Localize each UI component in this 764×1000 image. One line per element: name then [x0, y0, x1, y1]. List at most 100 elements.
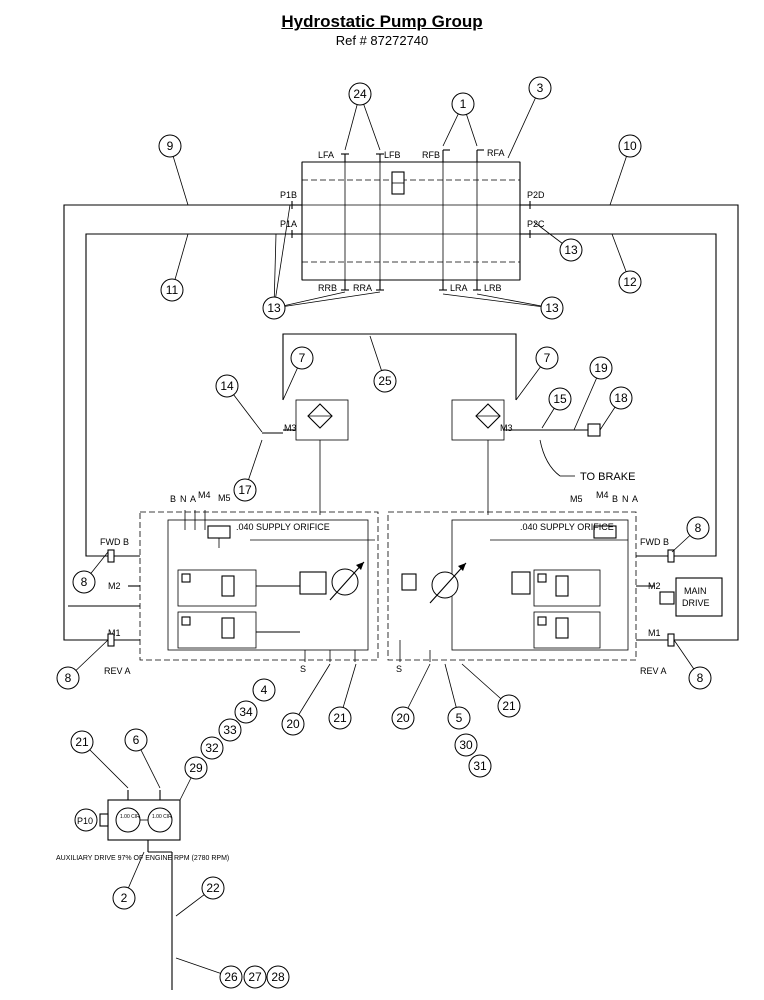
callout-c14: 14 — [215, 374, 239, 398]
auxiliary-pump — [74, 790, 181, 990]
callout-c17: 17 — [233, 478, 257, 502]
port-p2d: P2D — [527, 190, 545, 200]
callout-circle — [219, 965, 243, 989]
callout-number: 6 — [133, 733, 140, 747]
port-m5-left: M5 — [218, 493, 231, 503]
callout-circle — [589, 356, 613, 380]
wheel-motor-manifold — [301, 161, 521, 281]
callout-number: 20 — [286, 717, 300, 731]
page-title: Hydrostatic Pump Group — [281, 12, 483, 31]
port-lra: LRA — [450, 283, 468, 293]
callout-c7a: 7 — [290, 346, 314, 370]
callout-leader-c13a — [273, 291, 346, 309]
callout-number: 13 — [564, 243, 578, 257]
port-rrb: RRB — [318, 283, 337, 293]
callout-c18: 18 — [609, 386, 633, 410]
callout-circle — [72, 570, 96, 594]
port-rev-a-left: REV A — [104, 666, 131, 676]
callout-c28: 28 — [266, 965, 290, 989]
manifold-bottom-ports — [341, 280, 481, 291]
callout-number: 4 — [261, 683, 268, 697]
callout-c6: 6 — [124, 728, 148, 752]
brake-line — [539, 423, 601, 477]
p10-label: P10 — [77, 816, 93, 826]
port-lrb: LRB — [484, 283, 502, 293]
callout-circle — [535, 346, 559, 370]
manifold-side-ports — [291, 201, 531, 238]
port-s-left: S — [300, 664, 306, 674]
callout-number: 34 — [239, 705, 253, 719]
callout-circle — [540, 296, 564, 320]
callout-circle — [124, 728, 148, 752]
callout-circle — [609, 386, 633, 410]
port-m4-right: M4 — [596, 490, 609, 500]
callout-circle — [281, 712, 305, 736]
main-hoses — [63, 204, 739, 641]
callout-number: 2 — [121, 891, 128, 905]
callout-c8d: 8 — [688, 666, 712, 690]
callout-c13a: 13 — [262, 296, 286, 320]
callout-c3: 3 — [528, 76, 552, 100]
callout-c19: 19 — [589, 356, 613, 380]
reference-number: Ref # 87272740 — [335, 33, 429, 48]
port-b-left: B — [170, 494, 176, 504]
callout-number: 15 — [553, 392, 567, 406]
callout-circle — [234, 700, 258, 724]
callout-circle — [201, 876, 225, 900]
callout-number: 13 — [545, 301, 559, 315]
callout-c29: 29 — [184, 756, 208, 780]
callout-circle — [618, 134, 642, 158]
callout-circle — [290, 346, 314, 370]
port-fwd-b-left: FWD B — [100, 537, 129, 547]
callout-circle — [218, 718, 242, 742]
callout-leader-c20a — [292, 663, 331, 725]
callout-circle — [252, 678, 276, 702]
callout-number: 7 — [299, 351, 306, 365]
callout-c13b: 13 — [559, 238, 583, 262]
callout-circle — [618, 270, 642, 294]
callout-c13c: 13 — [540, 296, 564, 320]
callout-c20b: 20 — [391, 706, 415, 730]
callout-leader-c13a — [273, 291, 381, 309]
callout-number: 8 — [81, 575, 88, 589]
callout-circle — [497, 694, 521, 718]
port-fwd-b-right: FWD B — [640, 537, 669, 547]
callout-c33: 33 — [218, 718, 242, 742]
callout-c1: 1 — [451, 92, 475, 116]
callout-c32: 32 — [200, 736, 224, 760]
callout-number: 12 — [623, 275, 637, 289]
callout-circle — [112, 886, 136, 910]
callout-circle — [158, 134, 182, 158]
port-b-right: B — [612, 494, 618, 504]
port-a-left: A — [190, 494, 196, 504]
callout-number: 24 — [353, 87, 367, 101]
port-m2-left: M2 — [108, 581, 121, 591]
callout-number: 26 — [224, 970, 238, 984]
callout-number: 1 — [460, 97, 467, 111]
callout-c8b: 8 — [56, 666, 80, 690]
aux-drive-note: AUXILIARY DRIVE 97% OF ENGINE RPM (2780 … — [56, 855, 229, 862]
right-pump-block — [387, 511, 637, 662]
port-n-right: N — [622, 494, 629, 504]
callout-number: 14 — [220, 379, 234, 393]
callout-circle — [454, 733, 478, 757]
callout-number: 33 — [223, 723, 237, 737]
callout-number: 32 — [205, 741, 219, 755]
callout-c4: 4 — [252, 678, 276, 702]
port-lfa: LFA — [318, 150, 334, 160]
callout-circle — [686, 516, 710, 540]
callout-c34: 34 — [234, 700, 258, 724]
right-filter-assembly — [451, 399, 545, 515]
callout-c11: 11 — [160, 278, 184, 302]
port-lfb: LFB — [384, 150, 401, 160]
callout-number: 28 — [271, 970, 285, 984]
callout-circle — [233, 478, 257, 502]
callout-number: 29 — [189, 761, 203, 775]
port-rev-a-right: REV A — [640, 666, 667, 676]
callout-circle — [70, 730, 94, 754]
to-brake-label: TO BRAKE — [580, 471, 635, 483]
callout-circle — [200, 736, 224, 760]
port-rfb: RFB — [422, 150, 440, 160]
callout-number: 22 — [206, 881, 220, 895]
